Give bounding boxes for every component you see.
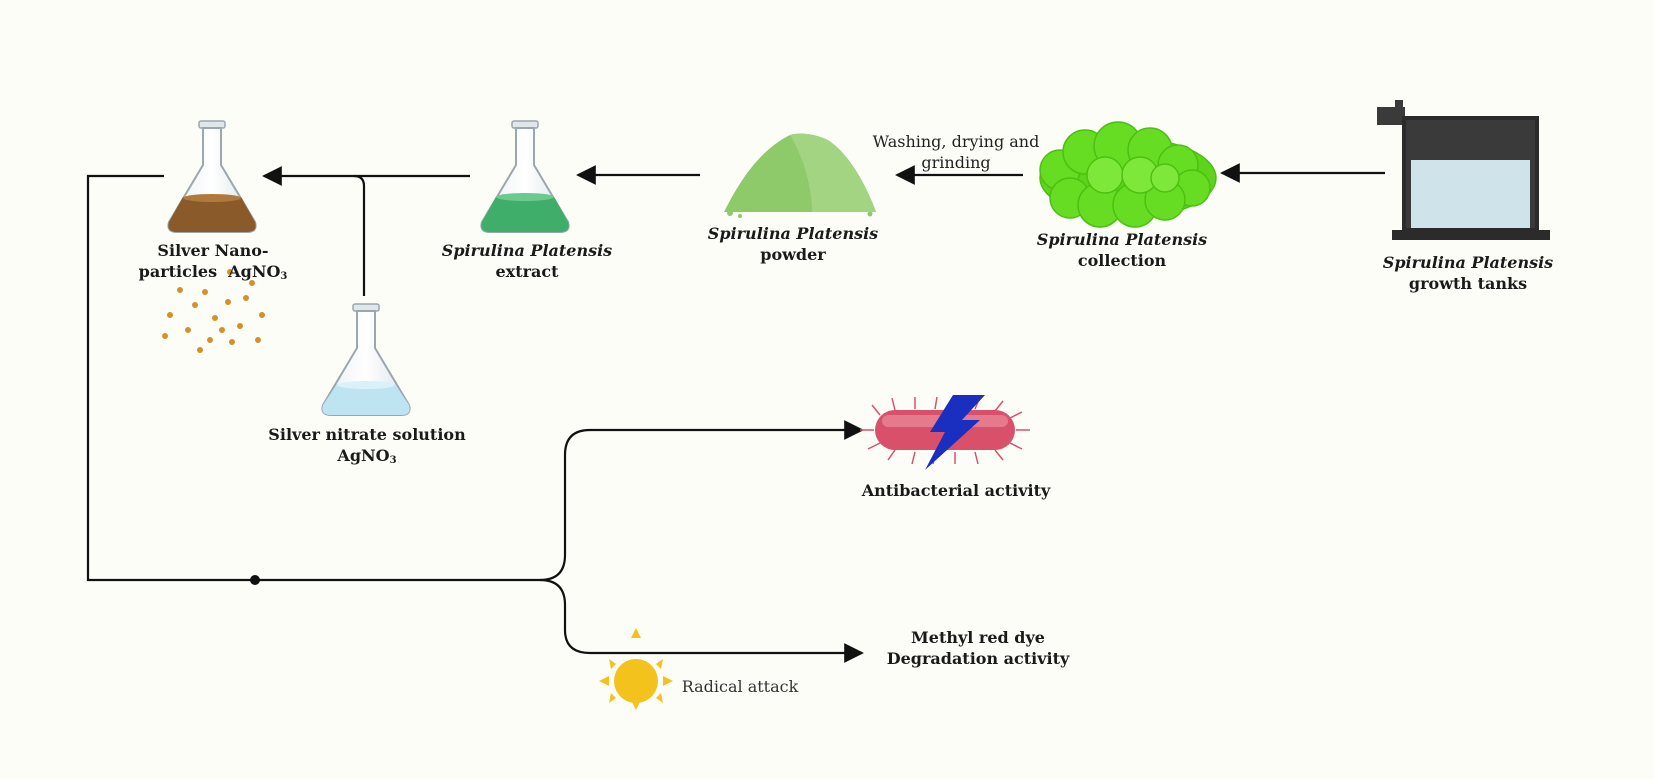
sun-icon [599, 628, 673, 710]
bacteria-lightning-icon [860, 395, 1030, 470]
nitrate-line2: AgNO3 [268, 445, 465, 471]
branch-degradation [539, 578, 864, 663]
growth-tanks-species: Spirulina Platensis [1382, 253, 1554, 272]
nitrate-subscript: 3 [389, 455, 397, 466]
radical-text: Radical attack [681, 677, 799, 696]
extract-label: Spirulina Platensis extract [442, 240, 612, 282]
washing-line1: Washing, drying and [872, 132, 1040, 151]
algae-clump-icon [1039, 121, 1217, 228]
blue-flask-icon [321, 303, 411, 416]
connector-nitrate-to-main [353, 174, 366, 296]
growth-tanks-label: Spirulina Platensis growth tanks [1383, 252, 1553, 294]
nitrate-line1: Silver nitrate solution [268, 425, 466, 444]
collection-label: Spirulina Platensis collection [1037, 229, 1207, 271]
collection-species: Spirulina Platensis [1036, 230, 1208, 249]
nano-line1: Silver Nano- [157, 241, 269, 260]
junction-dot [250, 575, 260, 585]
powder-pile-icon [724, 133, 876, 218]
powder-suffix: powder [760, 245, 826, 264]
nanoparticles-label: Silver Nano- particles AgNO3 [139, 240, 288, 287]
antibacterial-text: Antibacterial activity [861, 481, 1051, 500]
extract-species: Spirulina Platensis [441, 241, 613, 260]
nano-line2: particles AgNO3 [139, 261, 288, 287]
antibacterial-label: Antibacterial activity [862, 480, 1051, 501]
nano-line2-text: particles AgNO [138, 262, 281, 281]
washing-line2: grinding [921, 153, 991, 172]
dye-line2: Degradation activity [886, 649, 1070, 668]
green-flask-icon [480, 120, 570, 233]
degradation-label: Methyl red dye Degradation activity [887, 627, 1070, 669]
tank-icon [1377, 100, 1550, 240]
dye-line1: Methyl red dye [911, 628, 1045, 647]
powder-label: Spirulina Platensis powder [708, 223, 878, 265]
washing-label: Washing, drying and grinding [873, 131, 1040, 173]
brown-flask-icon [167, 120, 257, 233]
radical-attack-label: Radical attack [682, 676, 799, 697]
nano-subscript: 3 [280, 271, 288, 282]
collection-suffix: collection [1077, 251, 1167, 270]
growth-tanks-suffix: growth tanks [1408, 274, 1528, 293]
nanoparticles [162, 269, 265, 353]
extract-suffix: extract [495, 262, 559, 281]
powder-species: Spirulina Platensis [707, 224, 879, 243]
nitrate-line2-text: AgNO [337, 446, 390, 465]
branch-antibacterial [539, 420, 864, 582]
output-path-line [86, 174, 540, 582]
silver-nitrate-label: Silver nitrate solution AgNO3 [268, 424, 465, 471]
